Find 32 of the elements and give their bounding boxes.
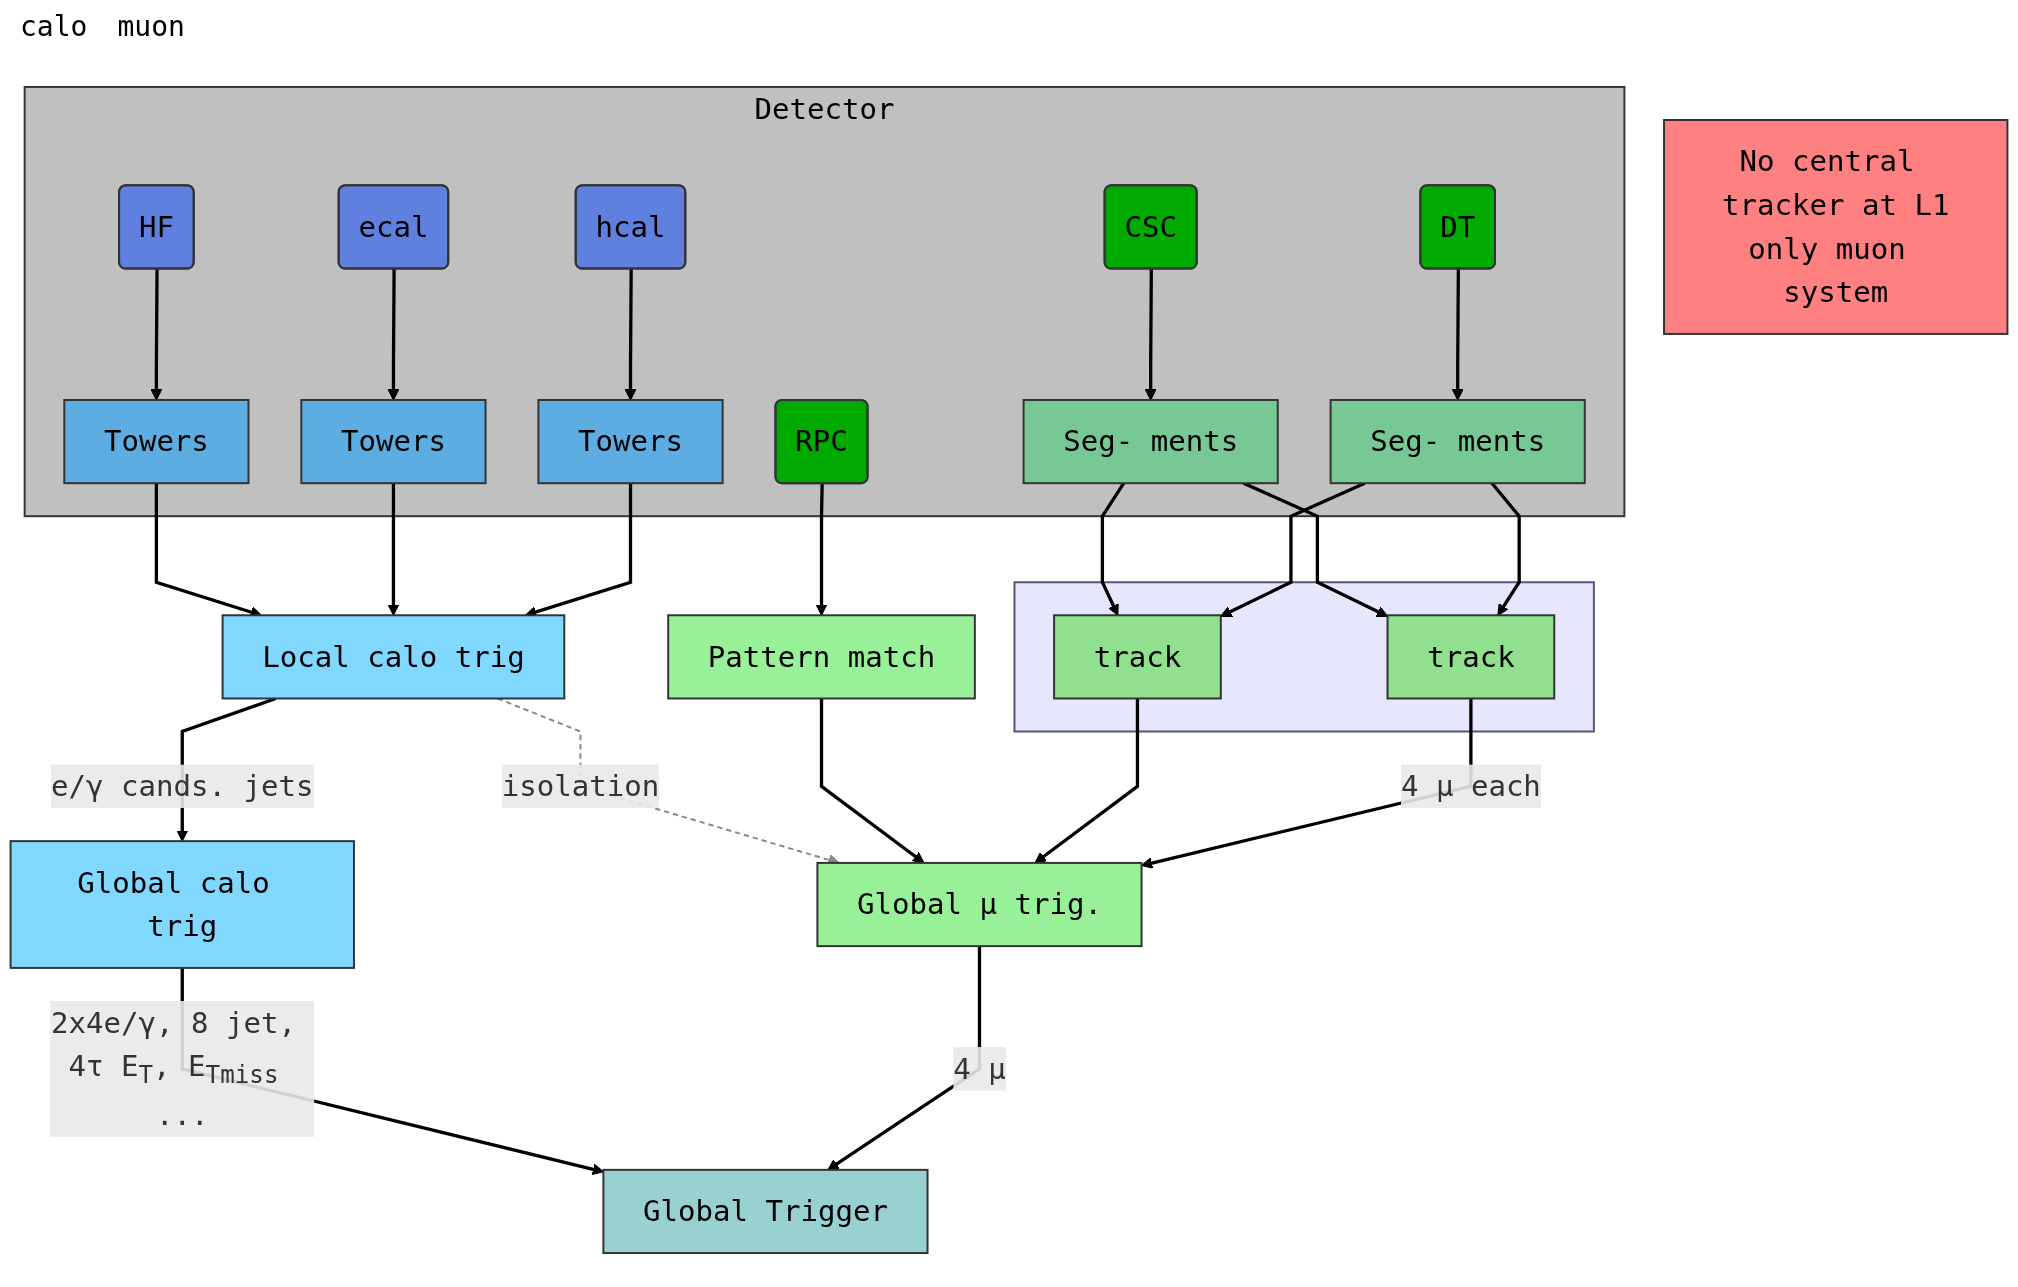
node-box: track — [1386, 614, 1556, 700]
node-box: Towers — [63, 399, 250, 485]
arrow — [624, 269, 637, 401]
arrow — [387, 269, 400, 401]
node-box: Towers — [537, 399, 724, 485]
arrow — [1451, 269, 1464, 401]
cluster — [1013, 581, 1595, 733]
node-box: No central tracker at L1 only muon system — [1663, 119, 2009, 335]
arrow — [150, 269, 163, 401]
section-label: muon — [117, 10, 185, 43]
node-box: Global calo trig — [9, 840, 355, 969]
arrow — [815, 483, 828, 616]
arrow — [1034, 698, 1140, 864]
edge-label: 4 μ each — [1400, 769, 1541, 803]
node-box: Seg- ments — [1329, 399, 1586, 485]
node-box: Seg- ments — [1022, 399, 1279, 485]
section-label: calo — [20, 10, 88, 43]
edge-label: isolation — [501, 769, 660, 803]
edge-label: 2x4e/γ, 8 jet, 4τ E$_{T}$, E$_{Tmiss}$ ... — [51, 1006, 296, 1132]
arrow — [387, 483, 400, 616]
node-box: Local calo trig — [221, 614, 566, 700]
edge-label: 4 μ — [953, 1052, 1006, 1086]
node-box: track — [1053, 614, 1222, 700]
arrow — [1100, 482, 1126, 616]
node-box: Towers — [300, 399, 487, 485]
node-box: Pattern match — [667, 614, 976, 700]
arrow — [819, 698, 925, 864]
arrow — [1144, 269, 1157, 401]
edge-label: e/γ cands. jets — [51, 769, 314, 803]
node-box: Global μ trig. — [816, 861, 1143, 948]
node-box: Global Trigger — [602, 1168, 929, 1255]
arrow — [1490, 482, 1521, 616]
